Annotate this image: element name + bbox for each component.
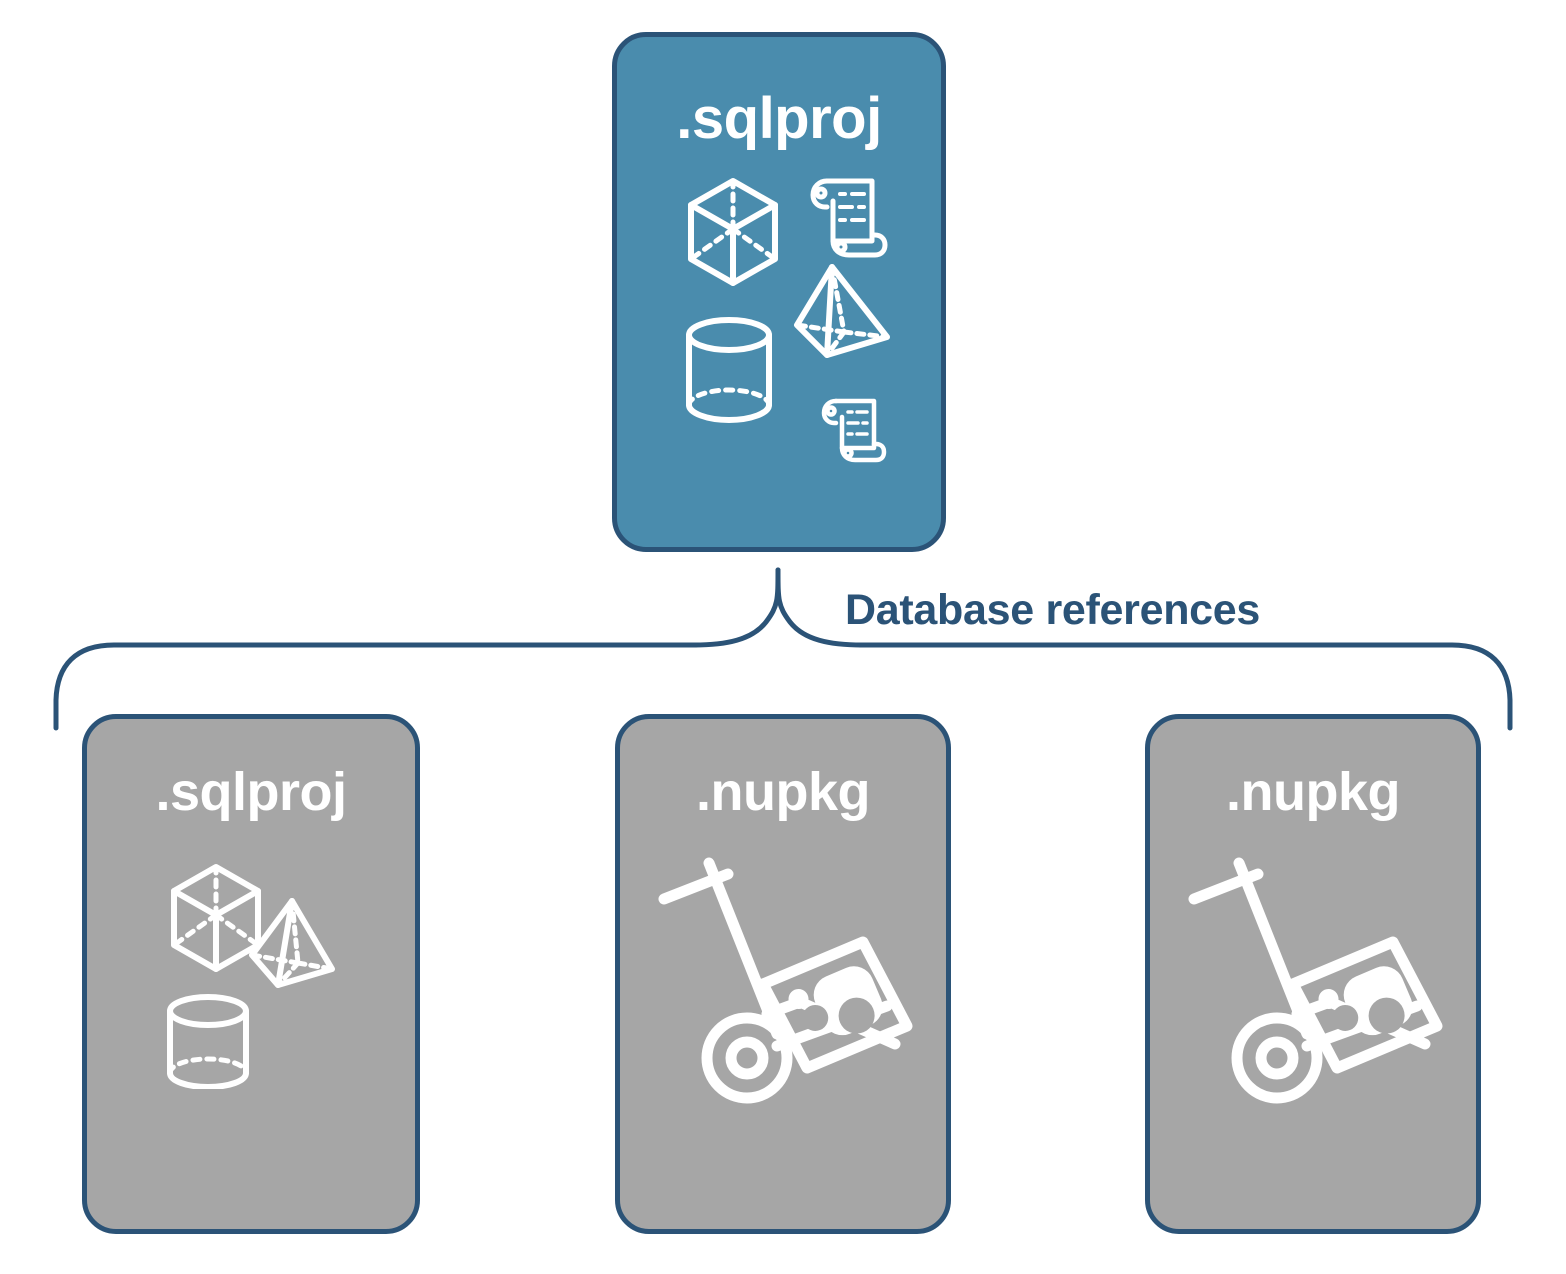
cube-icon [171, 864, 261, 972]
brace-right-arm [857, 642, 1513, 731]
pyramid-icon [249, 898, 335, 988]
root-node-scroll-2 [821, 398, 887, 463]
cylinder-icon [167, 994, 249, 1089]
nuget-package-icon [757, 936, 913, 1074]
connector-label: Database references [845, 586, 1260, 634]
cube-icon [688, 178, 778, 286]
child-node-sqlproj[interactable]: .sqlproj [82, 714, 420, 1234]
root-node-label: .sqlproj [676, 86, 882, 151]
child-node-icons [1188, 857, 1443, 1104]
child-node-icons [167, 864, 335, 1089]
root-node-sqlproj[interactable]: .sqlproj [612, 32, 946, 552]
child-node-label: .nupkg [696, 762, 870, 822]
hand-truck-icon [1188, 857, 1431, 1052]
cylinder-icon [686, 317, 772, 423]
child-node-label: .sqlproj [155, 762, 347, 822]
scroll-icon [821, 398, 887, 463]
root-node-icons [686, 178, 890, 423]
child-node-nupkg-2[interactable]: .nupkg [1145, 714, 1481, 1234]
child-node-nupkg-1[interactable]: .nupkg [615, 714, 951, 1234]
brace-center-stem-left [691, 567, 781, 648]
scroll-icon [810, 178, 888, 258]
nuget-package-icon [1287, 936, 1443, 1074]
hand-truck-wheel-icon [701, 1012, 793, 1104]
hand-truck-icon [658, 857, 901, 1052]
pyramid-icon [794, 264, 890, 358]
brace-left-arm [53, 642, 699, 731]
child-node-label: .nupkg [1226, 762, 1400, 822]
child-node-icons [658, 857, 913, 1104]
hand-truck-wheel-icon [1231, 1012, 1323, 1104]
